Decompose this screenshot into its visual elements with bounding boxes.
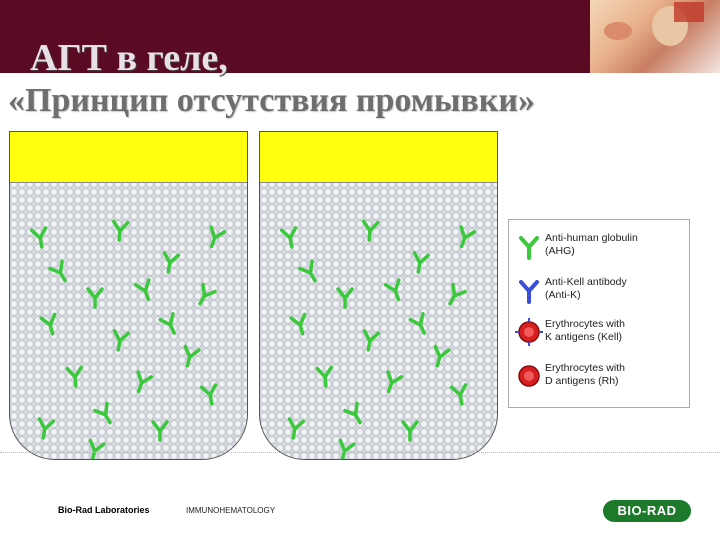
ahg-antibody-icon xyxy=(386,370,404,394)
biorad-logo: BIO-RAD xyxy=(603,500,691,522)
ahg-antibody-icon xyxy=(383,278,401,302)
legend-label-erythrocyte-d: Erythrocytes with D antigens (Rh) xyxy=(545,362,625,387)
ahg-antibody-icon xyxy=(112,329,131,352)
erythrocyte-d-icon xyxy=(518,365,540,387)
erythrocyte-k-icon xyxy=(515,318,543,346)
gel-tube-right xyxy=(259,131,498,460)
ahg-antibody-icon xyxy=(39,312,57,336)
ahg-antibody-icon xyxy=(183,344,201,368)
ahg-antibody-icon xyxy=(448,282,467,306)
supernatant-zone xyxy=(10,132,247,183)
ahg-antibody-icon xyxy=(362,329,381,352)
ahg-antibody-icon xyxy=(209,225,227,249)
ahg-antibody-icon xyxy=(412,251,431,274)
blue-antibody-icon xyxy=(519,280,539,304)
ahg-antibody-icon xyxy=(158,312,176,335)
ahg-antibody-icon xyxy=(279,226,298,249)
ahg-antibody-icon xyxy=(93,401,112,425)
ahg-antibody-icon xyxy=(287,417,306,440)
ahg-antibody-icon xyxy=(338,438,356,459)
slide-title: АГТ в геле, xyxy=(30,37,228,79)
legend-item-ahg: Anti-human globulin (AHG) xyxy=(509,232,689,272)
ahg-antibody-icon xyxy=(343,401,362,425)
ahg-antibody-icon xyxy=(298,259,317,283)
ahg-antibody-icon xyxy=(199,383,218,406)
green-antibody-icon xyxy=(519,236,539,260)
ahg-antibody-icon xyxy=(408,312,426,335)
legend-item-anti-k: Anti-Kell antibody (Anti-K) xyxy=(509,276,689,316)
gel-tube-left xyxy=(9,131,248,460)
slide-subtitle: «Принцип отсутствия промывки» xyxy=(8,82,535,119)
ahg-antibody-icon xyxy=(133,278,151,302)
ahg-antibody-icon xyxy=(361,219,380,242)
legend-label-erythrocyte-k: Erythrocytes with K antigens (Kell) xyxy=(545,318,625,343)
ahg-antibody-icon xyxy=(289,312,307,336)
header-photo xyxy=(590,0,720,73)
footer-lab-name: Bio-Rad Laboratories xyxy=(58,505,150,515)
ahg-antibody-icon xyxy=(401,420,419,442)
legend-label-anti-k: Anti-Kell antibody (Anti-K) xyxy=(545,276,627,301)
legend-box: Anti-human globulin (AHG) Anti-Kell anti… xyxy=(508,219,690,408)
ahg-antibody-icon xyxy=(29,226,48,249)
ahg-antibody-icon xyxy=(88,438,106,459)
ahg-antibody-icon xyxy=(336,287,354,309)
legend-item-erythrocyte-k: Erythrocytes with K antigens (Kell) xyxy=(509,318,689,358)
ahg-antibody-icon xyxy=(136,370,154,394)
legend-label-ahg: Anti-human globulin (AHG) xyxy=(545,232,638,257)
ahg-antibody-icon xyxy=(459,225,477,249)
footer-dept: IMMUNOHEMATOLOGY xyxy=(186,506,276,515)
ahg-antibody-icon xyxy=(151,420,169,442)
ahg-antibody-icon xyxy=(315,365,334,388)
ahg-antibody-icon xyxy=(162,251,181,274)
ahg-antibody-icon xyxy=(65,365,84,388)
legend-item-erythrocyte-d: Erythrocytes with D antigens (Rh) xyxy=(509,362,689,402)
footer-divider xyxy=(0,452,720,453)
ahg-antibody-icon xyxy=(111,219,130,242)
ahg-antibody-icon xyxy=(449,383,468,406)
ahg-antibody-icon xyxy=(48,259,67,283)
ahg-antibody-icon xyxy=(433,344,451,368)
ahg-antibody-icon xyxy=(198,282,217,306)
ahg-antibody-icon xyxy=(37,417,56,440)
supernatant-zone xyxy=(260,132,497,183)
ahg-antibody-icon xyxy=(86,287,104,309)
